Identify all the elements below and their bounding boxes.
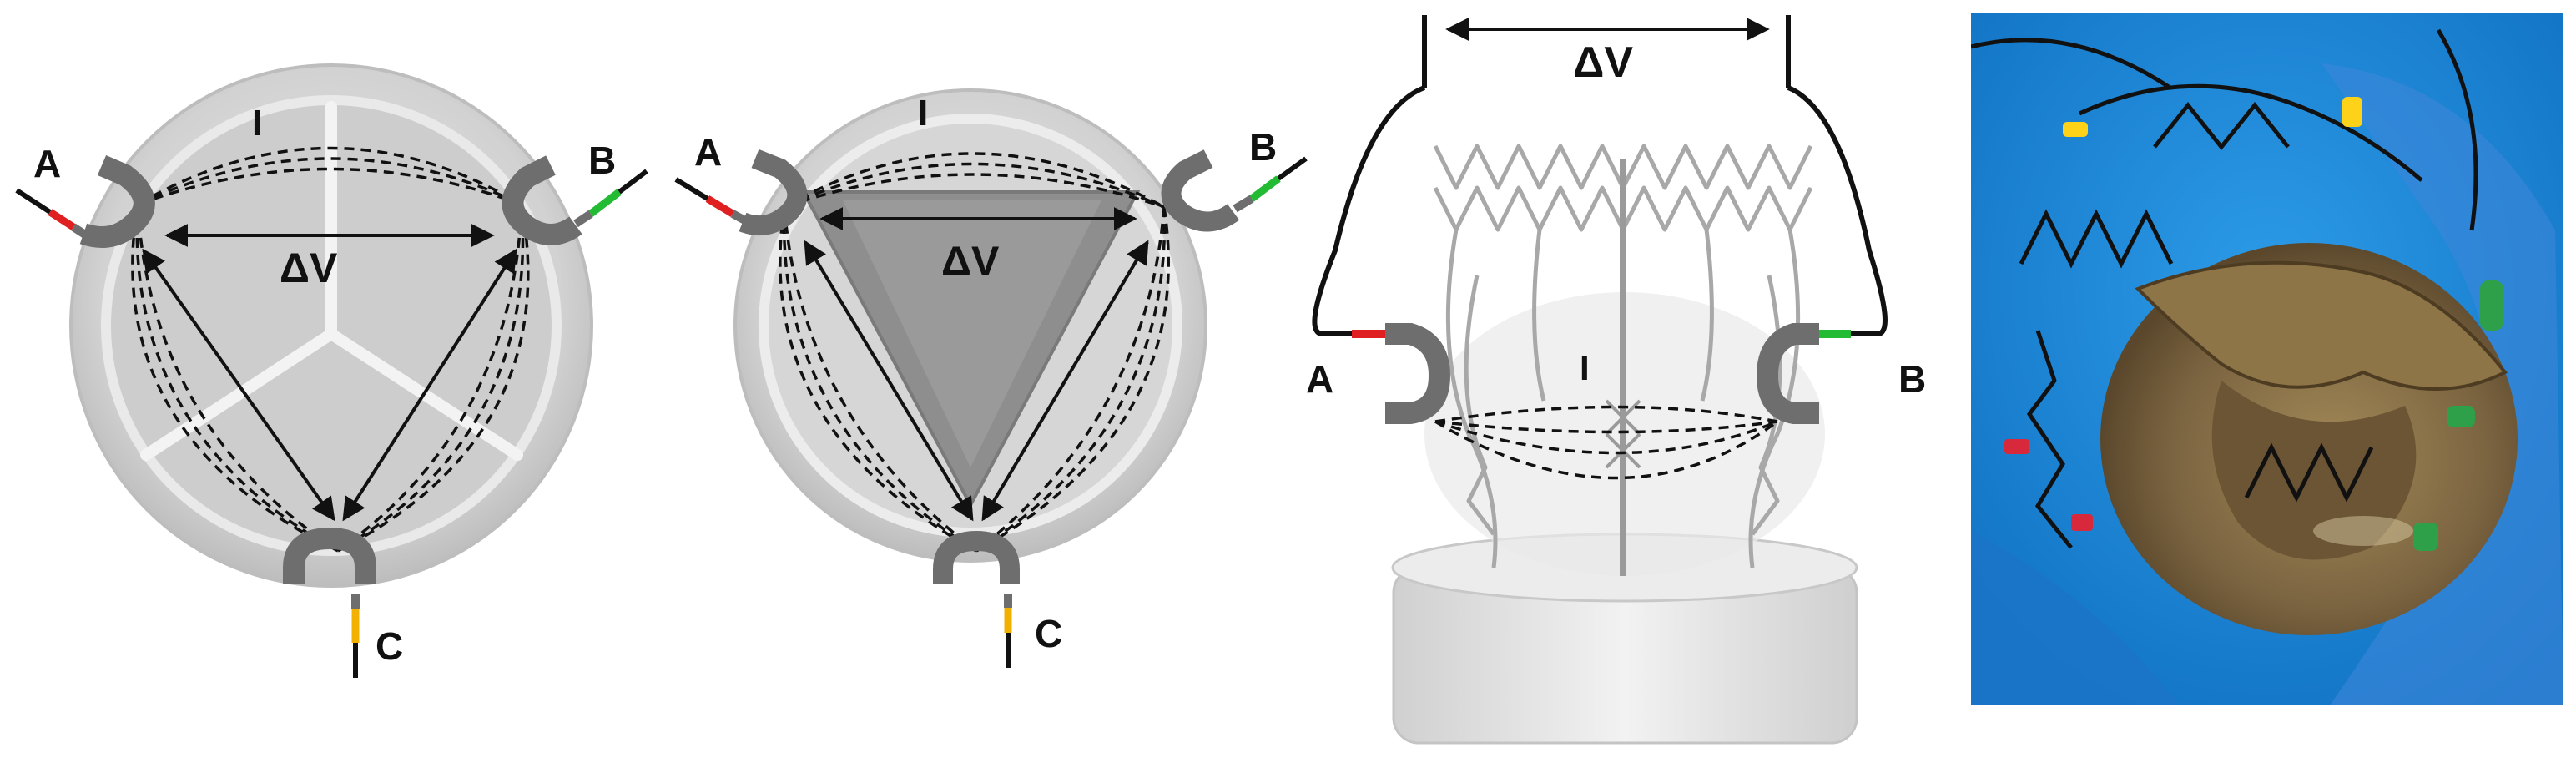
electrode-a — [674, 149, 808, 236]
leaflet-fold — [2135, 260, 2508, 391]
stent-central-post — [1605, 159, 1641, 576]
label-current: I — [252, 103, 262, 144]
voltage-arrows — [142, 224, 517, 522]
label-b: B — [588, 139, 616, 182]
electrode-b — [502, 155, 648, 245]
glove-shape — [2321, 63, 2563, 705]
label-delta-v: ΔV — [1573, 38, 1633, 87]
current-paths — [1434, 405, 1779, 480]
stent-wire — [1971, 28, 2478, 549]
electrode-c — [283, 527, 376, 678]
label-c: C — [376, 624, 403, 668]
panel-2-open-valve: A B C ΔV I — [674, 88, 1308, 668]
electrode-a — [15, 155, 155, 248]
highlight — [2313, 516, 2413, 546]
label-a: A — [694, 130, 722, 174]
electrode-b — [1161, 149, 1308, 232]
panel-1-closed-valve: A B C ΔV I — [15, 63, 648, 678]
label-delta-v: ΔV — [941, 238, 1000, 285]
label-b: B — [1898, 357, 1926, 401]
voltage-arrows — [804, 207, 1149, 522]
valve-prototype-photo — [1971, 13, 2563, 705]
electrode-b — [1756, 323, 1819, 424]
label-c: C — [1035, 612, 1062, 655]
lead-wires — [1312, 15, 1888, 336]
label-delta-v: ΔV — [280, 245, 338, 291]
electrode-c — [933, 530, 1020, 668]
panel-3-side-view: ΔV A B I — [1306, 15, 1926, 745]
label-current: I — [918, 93, 928, 134]
electrode-a — [1385, 323, 1451, 424]
label-b: B — [1249, 125, 1277, 169]
electrode-markers — [2004, 97, 2503, 551]
photo-illustration — [1971, 13, 2563, 705]
glove-lower — [1971, 531, 2180, 705]
leaflet-inner — [2211, 381, 2417, 560]
label-a: A — [33, 142, 61, 185]
label-current: I — [1580, 348, 1590, 387]
label-a: A — [1306, 357, 1333, 401]
